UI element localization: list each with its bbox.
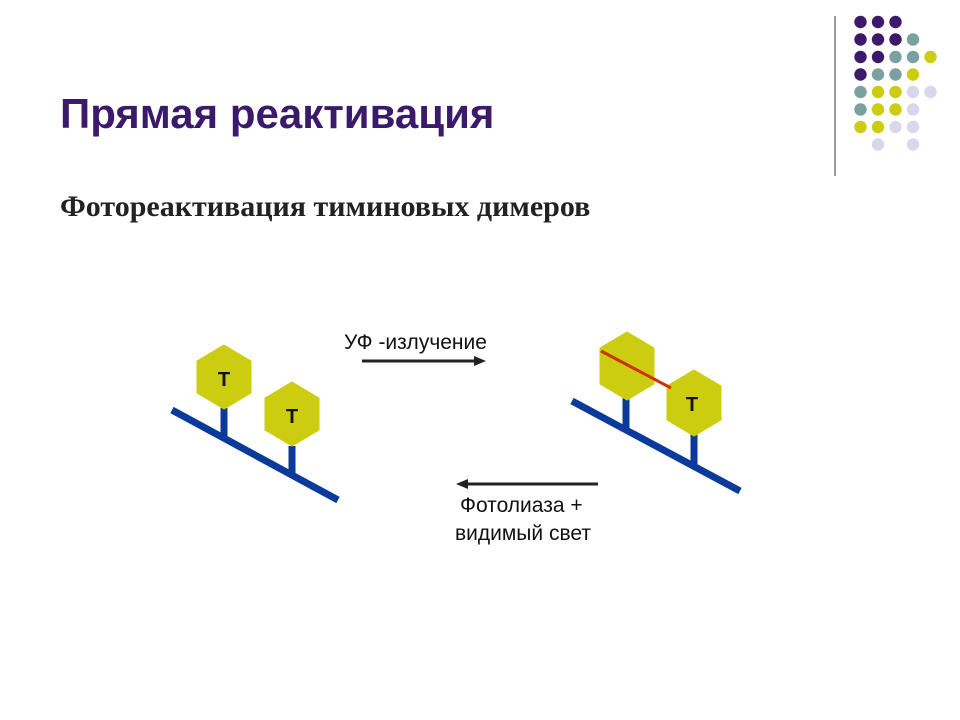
decorative-dot [854, 33, 867, 46]
decorative-dot [889, 120, 902, 134]
decorative-dot [906, 103, 920, 116]
thymine-label: T [686, 394, 698, 416]
dimer-dna-strand: T [570, 331, 742, 495]
decorative-dot [854, 85, 867, 99]
divider-line [834, 16, 836, 176]
decorative-dot [889, 68, 902, 81]
thymine-hexagon [196, 344, 252, 410]
decorative-dot [889, 15, 902, 29]
slide-title: Прямая реактивация [60, 90, 495, 137]
decorative-dot [854, 120, 867, 134]
decorative-dot [924, 50, 937, 64]
decorative-dot [871, 138, 885, 151]
thymine-hexagon [264, 381, 320, 447]
photolyase-label-line2: видимый свет [455, 522, 591, 545]
decorative-dot [889, 33, 902, 46]
dna-backbone [570, 397, 742, 495]
decorative-dot [854, 103, 867, 116]
slide-subtitle: Фотореактивация тиминовых димеров [60, 190, 591, 223]
thymine-label: T [218, 369, 230, 391]
decorative-dot [854, 68, 867, 81]
uv-radiation-label: УФ -излучение [344, 331, 487, 354]
decorative-dot [906, 33, 920, 46]
dimer-bond [600, 349, 672, 390]
decorative-dot [906, 50, 920, 64]
decorative-dot [906, 120, 920, 134]
decorative-dot [871, 33, 885, 46]
photolyase-label-line1: Фотолиаза + [460, 494, 583, 517]
decorative-dot [889, 50, 902, 64]
decorative-dot-grid [854, 15, 937, 151]
dna-backbone [170, 406, 340, 504]
decorative-dot [871, 120, 885, 134]
decorative-dot [871, 103, 885, 116]
decorative-dot [871, 68, 885, 81]
decorative-dot [854, 50, 867, 64]
photolyase-arrow [456, 479, 598, 489]
decorative-dot [906, 138, 920, 151]
uv-arrow [362, 356, 486, 366]
decorative-dot [906, 85, 920, 99]
decorative-dot [889, 103, 902, 116]
decorative-dot [871, 50, 885, 64]
decorative-dot [889, 85, 902, 99]
decorative-dot [924, 85, 937, 99]
decorative-dot [854, 15, 867, 29]
decorative-dot [906, 68, 920, 81]
thymine-label: T [286, 406, 298, 428]
decorative-dot [871, 85, 885, 99]
normal-dna-strand: T T [170, 344, 340, 504]
decorative-dot [871, 15, 885, 29]
